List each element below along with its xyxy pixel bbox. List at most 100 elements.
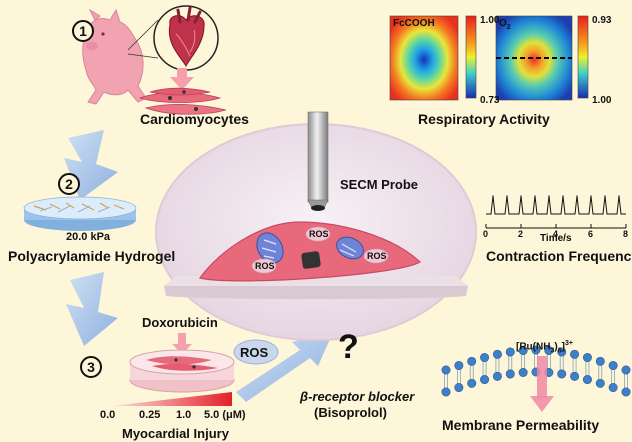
- colorbar-o2-max: 0.93: [592, 15, 612, 26]
- lipid-head-outer: [570, 349, 580, 359]
- cardiomyocyte-cluster: [138, 87, 227, 115]
- lipid-tail: [624, 373, 628, 389]
- cell-dish: [129, 349, 235, 393]
- lipid-tail: [559, 354, 564, 371]
- step-3-marker: 3: [80, 356, 102, 378]
- lipid-head-outer: [454, 361, 464, 371]
- lipid-head-outer: [621, 365, 631, 375]
- ros-cell-label-1: ROS: [309, 229, 329, 239]
- doxorubicin-label: Doxorubicin: [142, 315, 218, 330]
- lipid-tail: [495, 357, 500, 374]
- step-1-marker: 1: [72, 20, 94, 42]
- heart-illustration: [153, 5, 219, 71]
- dose-1-label: 0.25: [139, 409, 161, 421]
- beat-peak-4: [534, 195, 536, 197]
- lipid-head-outer: [467, 356, 477, 366]
- lipid-tail: [482, 360, 487, 377]
- beat-peak-8: [590, 195, 592, 197]
- down-arrow-pink: [170, 68, 194, 90]
- trace-tick-label-6: 6: [588, 229, 594, 239]
- ros-cell-label-2: ROS: [255, 261, 275, 271]
- beat-peak-5: [548, 195, 550, 197]
- lipid-head-outer: [531, 345, 541, 355]
- lipid-head-inner: [621, 387, 631, 397]
- lipid-head-outer: [480, 353, 490, 363]
- ros-cell-label-3: ROS: [367, 251, 387, 261]
- step-3-number: 3: [87, 359, 95, 375]
- step-2-marker: 2: [58, 173, 80, 195]
- arrow-to-blocker: [236, 330, 334, 402]
- lipid-tail: [598, 364, 603, 381]
- lipid-head-outer: [557, 347, 567, 357]
- hydrogel-stiffness-label: 20.0 kPa: [66, 231, 111, 243]
- lipid-head-inner: [492, 371, 502, 381]
- trace-tick-label-4: 4: [553, 229, 559, 239]
- beat-peak-3: [520, 195, 522, 197]
- lipid-head-inner: [505, 369, 515, 379]
- lipid-head-outer: [582, 353, 592, 363]
- trace-tick-label-8: 8: [623, 229, 629, 239]
- lipid-head-outer: [518, 346, 528, 356]
- beat-peak-10: [618, 195, 620, 197]
- lipid-head-inner: [595, 378, 605, 388]
- heatmap-o2-title: O2: [499, 18, 511, 32]
- trace-tick-marks: [485, 224, 627, 228]
- colorbar-o2: [577, 15, 589, 99]
- lipid-head-inner: [570, 371, 580, 381]
- lipid-tail: [469, 364, 474, 381]
- lipid-tail: [546, 353, 551, 370]
- lipid-tail: [444, 373, 448, 389]
- lipid-head-inner: [480, 375, 490, 385]
- zoom-line-bottom: [127, 53, 159, 59]
- ros-bubble: [233, 339, 279, 365]
- lipid-head-inner: [582, 375, 592, 385]
- colorbar-fccooh-min: 0.73: [480, 95, 500, 106]
- piglet-illustration: [82, 8, 147, 105]
- secm-probe: [307, 111, 329, 211]
- colorbar-fccooh-max: 1.00: [480, 15, 500, 26]
- lipid-tail: [456, 368, 461, 385]
- lipid-head-inner: [467, 378, 477, 388]
- lipid-head-outer: [492, 349, 502, 359]
- heatmap-o2: [495, 15, 573, 101]
- question-mark: ?: [338, 328, 359, 366]
- heatmap-fccooh-title: FcCOOH: [393, 18, 435, 29]
- lipid-head-outer: [505, 347, 515, 357]
- cardiomyocyte-cell: [199, 221, 422, 282]
- step-1-number: 1: [79, 23, 87, 39]
- arrow-step2-to-step3: [66, 272, 118, 346]
- lipid-bilayer: [441, 345, 631, 397]
- beat-peak-2: [506, 195, 508, 197]
- ru-complex-label: [Ru(NH3)6]3+: [516, 340, 573, 355]
- dose-0-label: 0.0: [100, 409, 116, 421]
- respiratory-activity-label: Respiratory Activity: [418, 111, 550, 127]
- beat-peak-6: [562, 195, 564, 197]
- contraction-trace: [485, 195, 627, 229]
- dose-3-label: 5.0 (μM): [204, 409, 246, 421]
- lipid-head-outer: [608, 361, 618, 371]
- dose-2-label: 1.0: [176, 409, 192, 421]
- secm-probe-label: SECM Probe: [340, 177, 419, 192]
- beta-blocker-label: β-receptor blocker: [300, 389, 415, 404]
- lipid-head-inner: [557, 369, 567, 379]
- beat-peak-1: [492, 195, 494, 197]
- step-2-number: 2: [65, 176, 73, 192]
- trace-tick-label-2: 2: [518, 229, 524, 239]
- doxorubicin-arrow: [172, 333, 192, 354]
- lipid-head-outer: [441, 365, 451, 375]
- ros-bubble-label: ROS: [240, 345, 269, 360]
- lipid-head-inner: [608, 383, 618, 393]
- cardiomyocytes-label: Cardiomyocytes: [140, 111, 249, 127]
- lipid-head-outer: [544, 346, 554, 356]
- beat-peak-9: [604, 195, 606, 197]
- dose-gradient-wedge: [112, 392, 232, 406]
- lipid-tail: [572, 357, 577, 374]
- lipid-tail: [521, 353, 526, 370]
- time-axis-label: Time/s: [540, 233, 572, 244]
- zoom-line-top: [127, 19, 159, 51]
- membrane-arrow: [530, 356, 554, 412]
- contraction-frequency-label: Contraction Frequency: [486, 248, 632, 264]
- lipid-head-outer: [595, 356, 605, 366]
- trace-tick-label-0: 0: [483, 229, 489, 239]
